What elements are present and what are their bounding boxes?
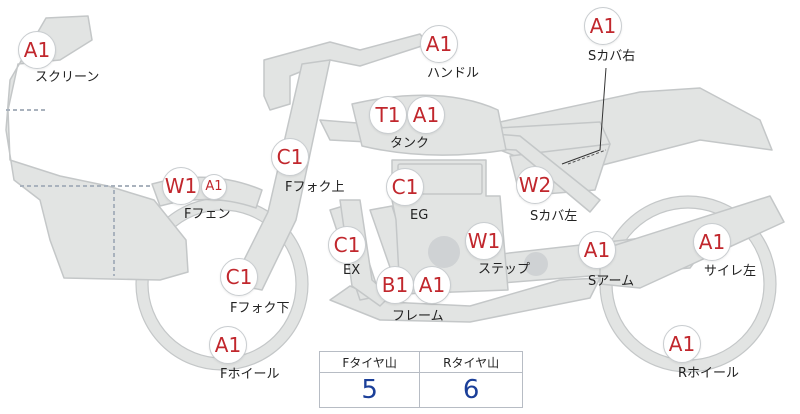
damage-badge-swingarm: A1 (578, 231, 616, 269)
damage-badge-muffler-left: A1 (693, 223, 731, 261)
part-label-swingarm: Sアーム (588, 274, 635, 289)
damage-badge-frame-b1: B1 (376, 266, 414, 304)
tire-tread-header-row: Fタイヤ山 Rタイヤ山 (318, 351, 523, 373)
damage-badge-handle: A1 (420, 25, 458, 63)
damage-badge-frame-a1: A1 (413, 266, 451, 304)
damage-badge-scover-left: W2 (516, 166, 554, 204)
part-label-ffender: Fフェン (184, 207, 231, 222)
part-label-muffler-left: サイレ左 (704, 264, 757, 279)
damage-badge-scover-right: A1 (584, 7, 622, 45)
part-label-screen: スクリーン (35, 70, 100, 85)
fairing-shape (5, 15, 189, 281)
damage-badge-ffender-w1: W1 (162, 167, 200, 205)
front-tire-header: Fタイヤ山 (318, 351, 421, 373)
damage-badge-rwheel: A1 (663, 325, 701, 363)
part-label-frame: フレーム (392, 309, 444, 324)
part-label-handle: ハンドル (427, 66, 480, 81)
handlebar-shape (263, 33, 429, 111)
part-label-eg: EG (410, 208, 429, 223)
part-label-ffork-lower: Fフォク下 (230, 301, 290, 316)
damage-badge-windscreen: A1 (18, 31, 56, 69)
tire-tread-value-row: 5 6 (318, 372, 523, 408)
damage-badge-ffender-a1: A1 (201, 174, 227, 200)
front-fork-shape (231, 59, 331, 291)
part-label-ffork-upper: Fフォク上 (285, 180, 345, 195)
damage-badge-ffork-upper: C1 (271, 138, 309, 176)
part-label-scover-right: Sカバ右 (588, 49, 636, 64)
damage-badge-tank-t1: T1 (369, 96, 407, 134)
damage-badge-step: W1 (465, 222, 503, 260)
damage-badge-eg: C1 (386, 168, 424, 206)
tire-tread-table: Fタイヤ山 Rタイヤ山 5 6 (318, 351, 523, 408)
leader-line (561, 67, 607, 165)
damage-badge-fwheel: A1 (209, 326, 247, 364)
rear-tire-header: Rタイヤ山 (419, 351, 523, 373)
part-label-step: ステップ (478, 262, 531, 277)
damage-badge-ffork-lower: C1 (220, 258, 258, 296)
part-label-rwheel: Rホイール (678, 366, 740, 381)
damage-badge-ex: C1 (328, 226, 366, 264)
front-wheel-shape (136, 198, 308, 370)
damage-badge-tank-a1: A1 (407, 96, 445, 134)
part-label-tank: タンク (390, 136, 430, 151)
part-label-fwheel: Fホイール (220, 367, 280, 382)
part-label-ex: EX (343, 263, 361, 278)
rear-tire-value: 6 (419, 372, 523, 408)
front-tire-value: 5 (318, 372, 421, 408)
part-label-scover-left: Sカバ左 (530, 209, 578, 224)
